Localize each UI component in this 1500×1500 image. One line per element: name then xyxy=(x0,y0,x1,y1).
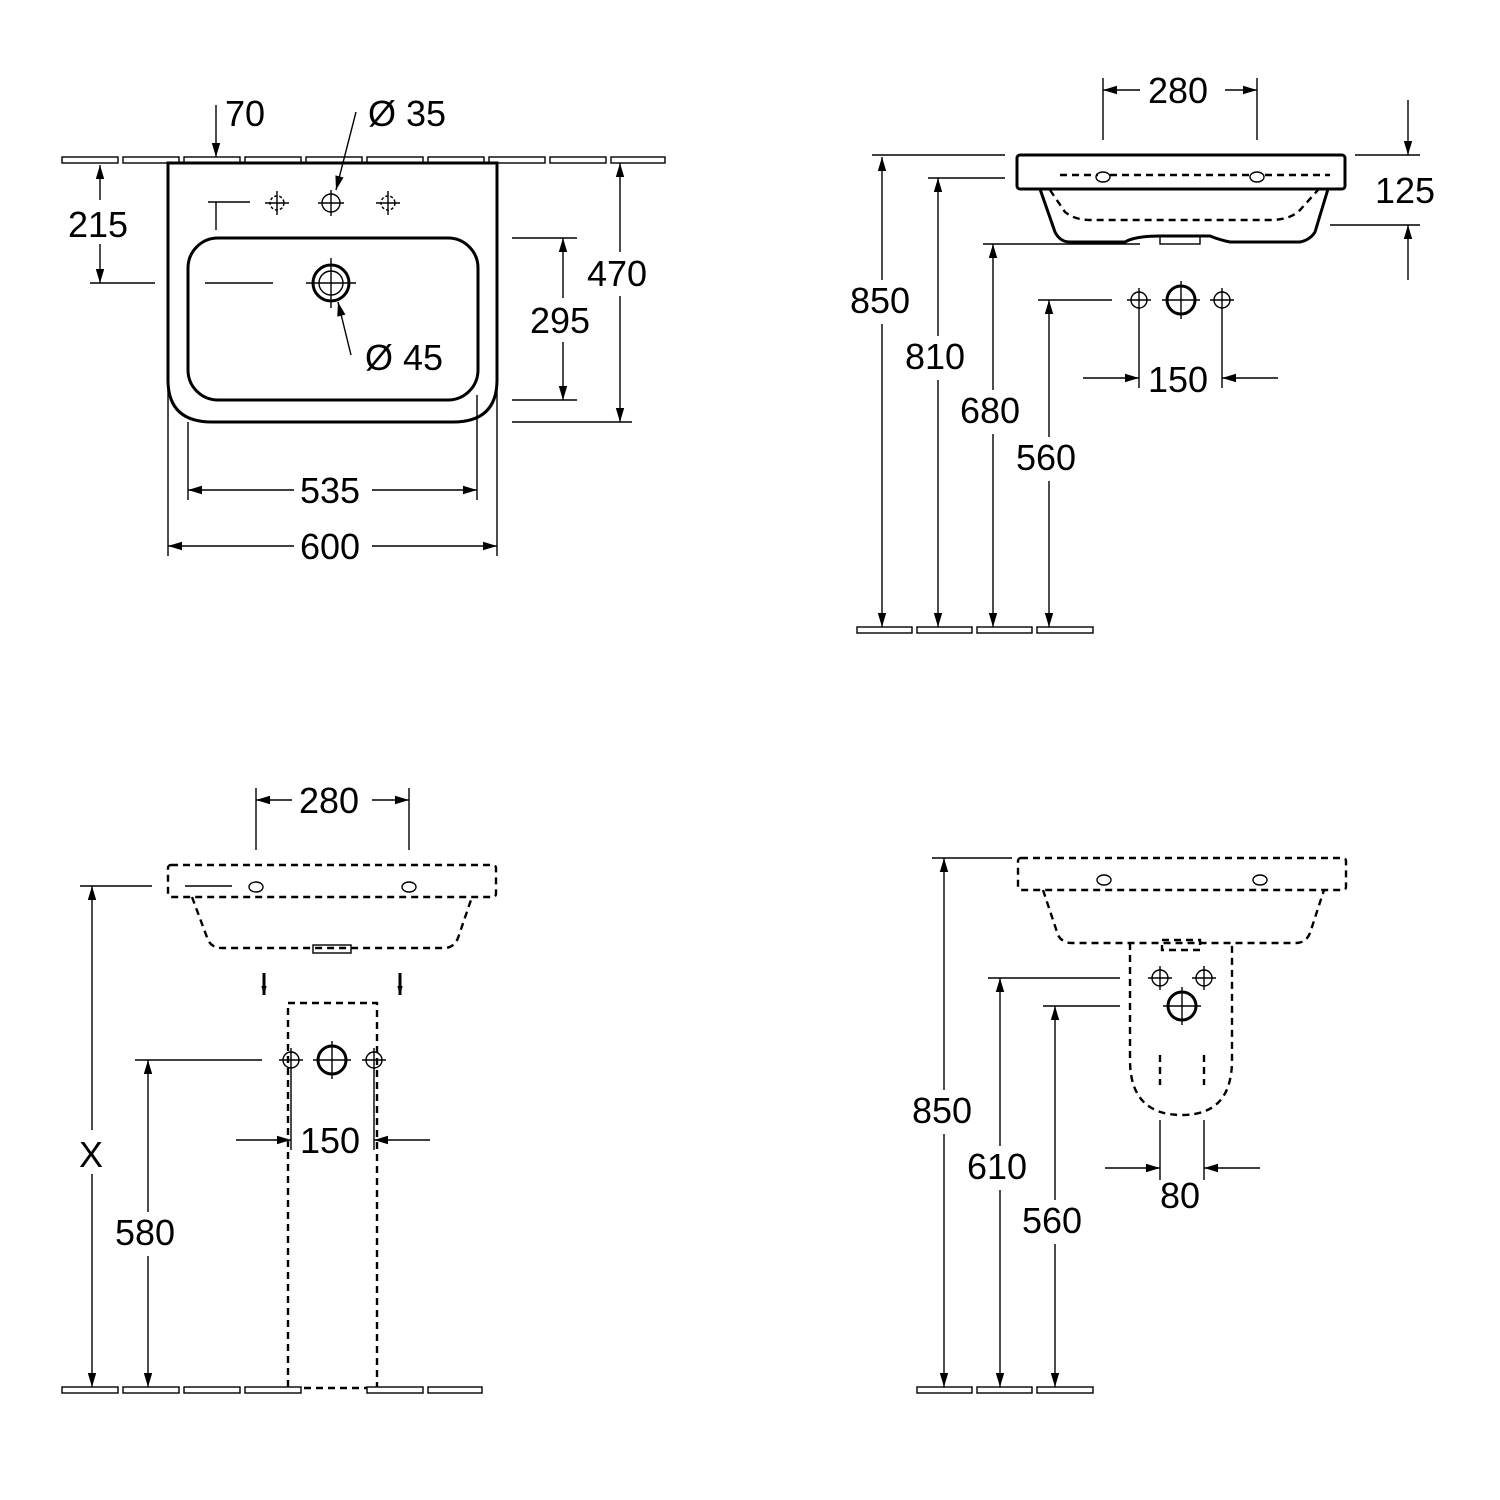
dim-125: 125 xyxy=(1375,170,1435,211)
basin-bowl xyxy=(186,236,480,402)
dim-470: 470 xyxy=(587,253,647,294)
dim-x: X xyxy=(79,1134,103,1175)
dim-70: 70 xyxy=(225,93,265,134)
dim-150-side: 150 xyxy=(1148,359,1208,400)
dim-80: 80 xyxy=(1160,1175,1200,1216)
dim-560-semi: 560 xyxy=(1022,1200,1082,1241)
side-view: 280 125 850 810 680 560 150 xyxy=(848,70,1435,634)
supply-holes xyxy=(1127,281,1234,319)
basin-body xyxy=(1038,188,1330,244)
semi-pedestal-view: 850 610 560 80 xyxy=(910,856,1348,1394)
floor-tiles xyxy=(916,1386,1094,1394)
floor-tiles xyxy=(61,1386,483,1394)
dim-535: 535 xyxy=(300,470,360,511)
pedestal xyxy=(286,1001,379,1390)
dim-610: 610 xyxy=(967,1146,1027,1187)
floor-tiles xyxy=(856,626,1094,634)
dim-680: 680 xyxy=(960,390,1020,431)
top-view: 70 Ø 35 215 295 470 Ø 45 535 600 xyxy=(61,93,666,567)
tap-holes xyxy=(265,190,400,216)
drain-icon xyxy=(306,258,356,308)
dim-280-pedestal: 280 xyxy=(299,780,359,821)
pedestal-view: 280 150 X 580 xyxy=(61,780,498,1394)
dim-850-semi: 850 xyxy=(912,1090,972,1131)
supply-holes xyxy=(1148,966,1216,1025)
wall-tiles xyxy=(61,156,666,164)
dim-560-side: 560 xyxy=(1016,437,1076,478)
dim-150-pedestal: 150 xyxy=(300,1120,360,1161)
dim-dia-35: Ø 35 xyxy=(368,93,446,134)
semi-pedestal xyxy=(1128,943,1234,1117)
dim-810: 810 xyxy=(905,336,965,377)
basin-rim xyxy=(1015,153,1347,191)
dim-600: 600 xyxy=(300,526,360,567)
dim-580: 580 xyxy=(115,1212,175,1253)
dim-dia-45: Ø 45 xyxy=(365,337,443,378)
supply-holes xyxy=(279,1041,386,1079)
dim-295: 295 xyxy=(530,300,590,341)
basin-outline xyxy=(166,161,499,424)
dim-280-side: 280 xyxy=(1148,70,1208,111)
dim-215: 215 xyxy=(68,204,128,245)
dim-850-side: 850 xyxy=(850,280,910,321)
